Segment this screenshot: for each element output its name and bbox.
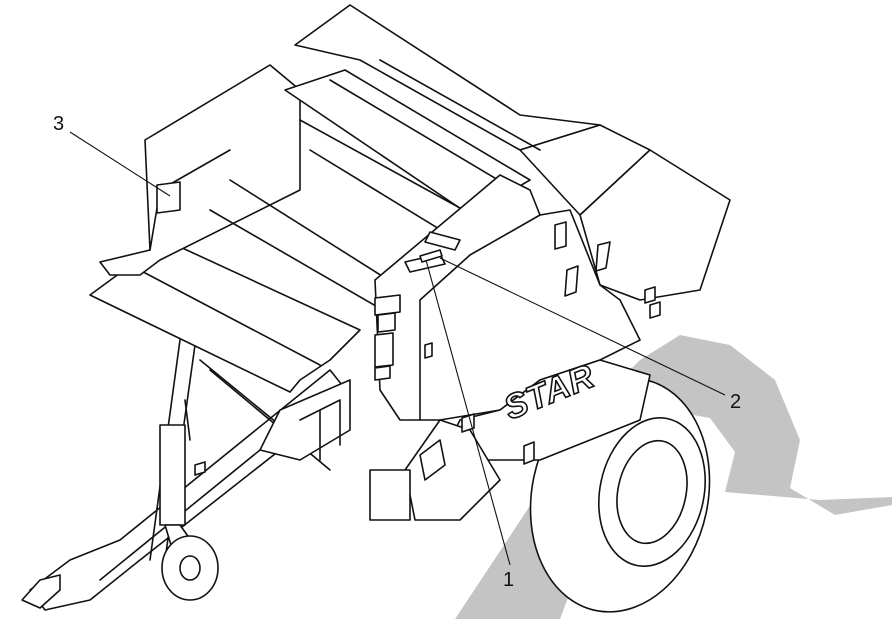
callout-1: 1 bbox=[503, 569, 514, 591]
leader-line-3 bbox=[69, 131, 171, 197]
decals bbox=[156, 181, 661, 476]
leader-line-2 bbox=[439, 257, 726, 396]
leader-lines bbox=[69, 131, 726, 566]
baler-body bbox=[99, 4, 731, 521]
leader-line-1 bbox=[425, 259, 511, 566]
callout-3: 3 bbox=[53, 113, 64, 135]
jack-stand bbox=[159, 399, 219, 601]
callout-labels: 3 2 1 bbox=[53, 113, 741, 591]
callout-2: 2 bbox=[730, 391, 741, 413]
